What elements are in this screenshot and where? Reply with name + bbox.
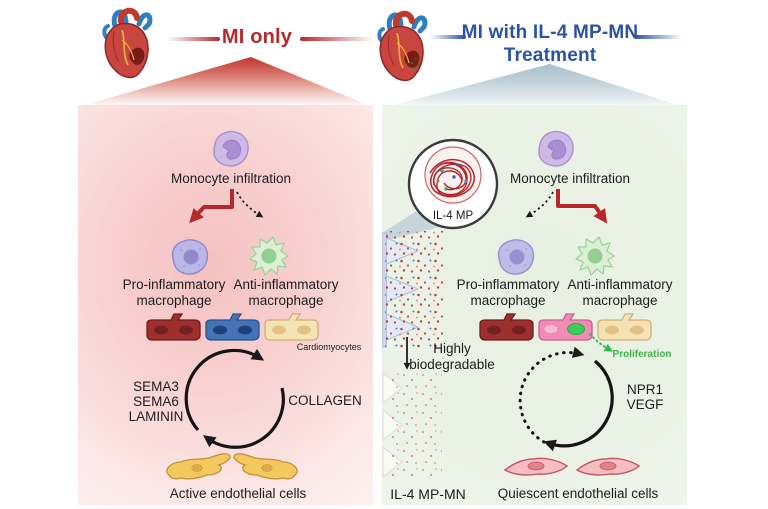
right-title-line1: MI with IL-4 MP-MN xyxy=(461,22,639,43)
differentiation-arrow-dotted xyxy=(236,191,264,218)
biodegradable-label: Highly biodegradable xyxy=(409,341,495,372)
quiescent-endothelial-label: Quiescent endothelial cells xyxy=(497,486,659,501)
left-title: MI only xyxy=(221,26,293,48)
pro-macrophage-icon xyxy=(497,239,535,275)
anti-macrophage-label: Anti-inflammatory macrophage xyxy=(567,277,673,308)
il4-mp-mn-label: IL-4 MP-MN xyxy=(390,486,466,502)
right-title: MI with IL-4 MP-MN Treatment xyxy=(450,21,650,67)
monocyte-infiltration-label: Monocyte infiltration xyxy=(170,171,292,186)
treatment-line-right xyxy=(634,35,682,39)
il4-microparticle-icon xyxy=(425,147,481,203)
anti-macrophage-icon xyxy=(575,236,615,276)
magnifier-circle xyxy=(407,138,499,230)
remodeling-cycle-arrows xyxy=(184,348,285,449)
proliferation-arrow xyxy=(589,333,613,352)
right-panel-treatment: IL-4 MP Monocyte infiltration Pro-inflam… xyxy=(382,105,687,505)
pro-macrophage-icon xyxy=(171,239,209,275)
monocyte-infiltration-label: Monocyte infiltration xyxy=(509,171,631,186)
mi-only-line-right xyxy=(300,37,374,41)
repair-cycle-arrows xyxy=(518,346,614,452)
cardiomyocytes-strip xyxy=(146,313,319,341)
cycle-left-labels: SEMA3 SEMA6 LAMININ xyxy=(128,379,184,424)
microneedle-patch-icon xyxy=(382,231,445,349)
pro-macrophage-label: Pro-inflammatory macrophage xyxy=(122,277,226,308)
differentiation-arrow-red xyxy=(189,189,234,224)
quiescent-endothelial-cells-icon xyxy=(504,457,640,476)
left-panel-graphics xyxy=(146,130,319,480)
heart-icon-right xyxy=(374,5,432,87)
right-panel-graphics xyxy=(382,130,652,478)
differentiation-arrow-dotted xyxy=(525,191,554,218)
microneedle-specks-on-heart xyxy=(408,57,421,70)
monocyte-icon xyxy=(538,130,574,167)
right-title-line2: Treatment xyxy=(503,45,597,66)
treatment-line-left xyxy=(430,35,466,39)
left-panel-mi-only: Monocyte infiltration Pro-inflammatory m… xyxy=(78,105,373,505)
il4-mp-label: IL-4 MP xyxy=(432,210,474,222)
collagen-label: COLLAGEN xyxy=(288,393,362,408)
active-endothelial-label: Active endothelial cells xyxy=(169,486,307,501)
anti-macrophage-icon xyxy=(249,236,289,276)
dissolved-microneedle-icon xyxy=(382,369,442,478)
cardiomyocytes-strip xyxy=(479,313,652,341)
proliferation-label: Proliferation xyxy=(612,349,672,360)
cycle-right-labels: NPR1 VEGF xyxy=(626,382,664,412)
active-endothelial-cells-icon xyxy=(166,453,298,480)
proliferating-nucleus xyxy=(567,323,585,335)
anti-macrophage-label: Anti-inflammatory macrophage xyxy=(233,277,339,308)
cardiomyocytes-label: Cardiomyocytes xyxy=(296,342,362,352)
pro-macrophage-label: Pro-inflammatory macrophage xyxy=(456,277,560,308)
differentiation-arrow-red xyxy=(556,189,608,224)
heart-icon-left xyxy=(99,2,157,84)
monocyte-icon xyxy=(213,130,249,167)
mi-only-line-left xyxy=(168,37,220,41)
